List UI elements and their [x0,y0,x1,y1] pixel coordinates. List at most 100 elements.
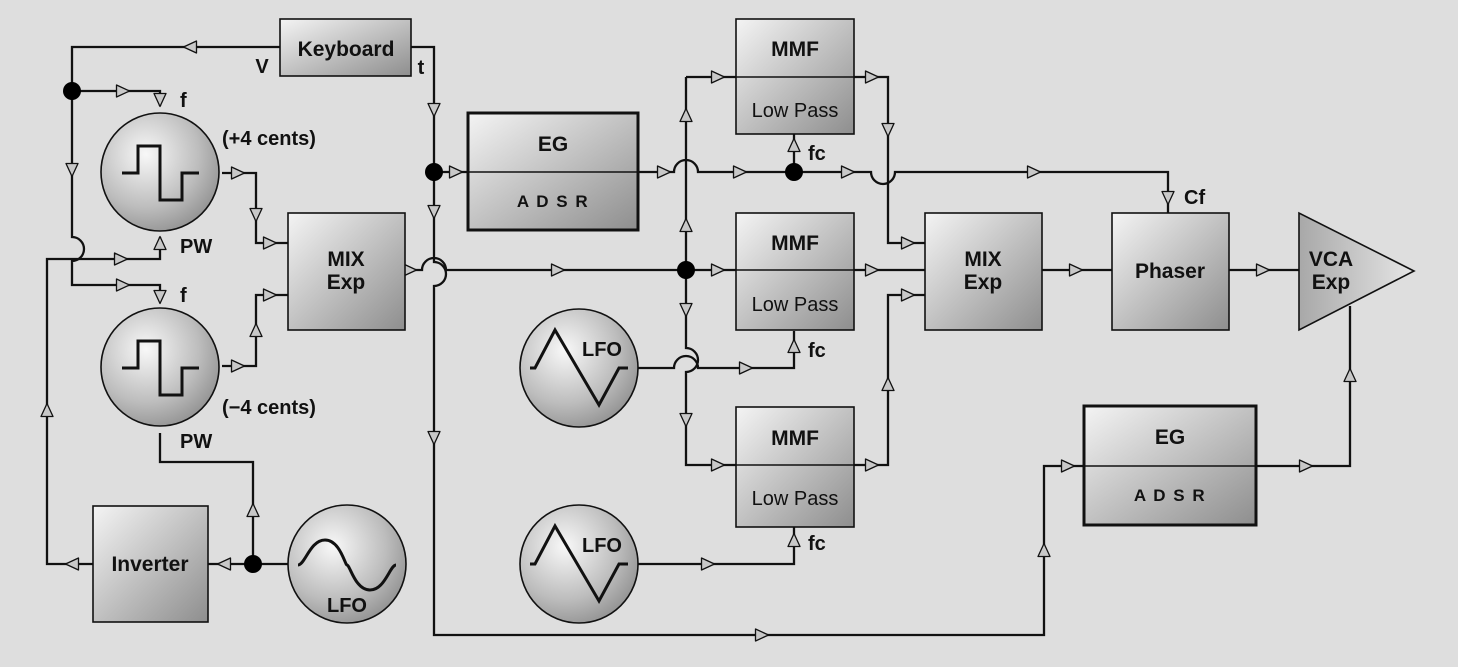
flow-arrow-icon [64,557,80,571]
mix-right-block: MIX Exp [924,212,1043,331]
flow-arrow-icon [1037,542,1051,558]
flow-arrow-icon [153,235,167,251]
vco-lower: f (−4 cents) PW [100,285,316,453]
lfo-middle: LFO [519,308,639,428]
keyboard-t-output-label: t [418,57,425,79]
flow-arrow-icon [1298,459,1314,473]
flow-arrow-icon [679,107,693,123]
lfo-middle-label: LFO [582,339,622,361]
flow-arrow-icon [182,40,198,54]
mmf-bottom-title: MMF [771,427,819,450]
flow-arrow-icon [679,302,693,318]
mix-left-block: MIX Exp [287,212,406,331]
flow-arrow-icon [738,361,754,375]
vca-block: VCA Exp [1298,211,1416,332]
flow-arrow-icon [113,252,129,266]
lfo-pwm: LFO [287,504,407,624]
flow-arrow-icon [754,628,770,642]
flow-arrow-icon [732,165,748,179]
vco-upper-pw-label: PW [180,236,212,258]
flow-arrow-icon [787,532,801,548]
flow-arrow-icon [710,263,726,277]
flow-arrow-icon [1343,367,1357,383]
lfo-bottom: LFO [519,504,639,624]
square-wave-icon [122,144,199,202]
lfo-pwm-label: LFO [327,595,367,617]
mmf-top-cutoff-label: fc [808,143,826,165]
flow-arrow-icon [656,165,672,179]
mix-right-label-line2: Exp [964,271,1003,294]
vco-lower-freq-label: f [180,285,187,307]
flow-arrow-icon [246,502,260,518]
flow-arrow-icon [153,92,167,108]
mix-left-label-line2: Exp [327,271,366,294]
phaser-block: Phaser Cf [1111,187,1230,331]
flow-arrow-icon [881,376,895,392]
flow-arrow-icon [700,557,716,571]
flow-arrow-icon [262,236,278,250]
flow-arrow-icon [448,165,464,179]
flow-arrow-icon [40,402,54,418]
sine-wave-icon [297,538,397,592]
flow-arrow-icon [65,162,79,178]
mmf-bottom-mode: Low Pass [752,488,839,510]
flow-arrow-icon [710,458,726,472]
keyboard-block: Keyboard V t [255,18,425,79]
flow-arrow-icon [864,458,880,472]
mmf-middle-mode: Low Pass [752,294,839,316]
flow-arrow-icon [679,217,693,233]
mmf-middle-block: MMF Low Pass fc [735,212,855,362]
flow-arrow-icon [216,557,232,571]
flow-arrow-icon [900,236,916,250]
flow-arrow-icon [427,430,441,446]
flow-arrow-icon [787,338,801,354]
flow-arrow-icon [230,166,246,180]
eg-amp-title: EG [1155,426,1185,449]
mmf-middle-title: MMF [771,232,819,255]
flow-arrow-icon [262,288,278,302]
vco-upper-freq-label: f [180,90,187,112]
flow-arrows [40,40,1357,642]
flow-arrow-icon [864,263,880,277]
inverter-block: Inverter [92,505,209,623]
mmf-bottom-cutoff-label: fc [808,533,826,555]
triangle-wave-icon [530,522,628,605]
mmf-top-title: MMF [771,38,819,61]
eg-filter-block: EG A D S R [466,111,640,232]
vca-label-line1: VCA [1309,248,1353,271]
keyboard-v-output-label: V [255,56,269,78]
mix-right-label-line1: MIX [964,248,1001,271]
keyboard-label: Keyboard [298,38,395,61]
flow-arrow-icon [1161,190,1175,206]
phaser-cf-label: Cf [1184,187,1205,209]
flow-arrow-icon [427,204,441,220]
eg-filter-stages: A D S R [517,192,589,211]
lfo-bottom-label: LFO [582,535,622,557]
junction-dots [63,82,803,573]
flow-arrow-icon [115,84,131,98]
phaser-label: Phaser [1135,260,1205,283]
triangle-wave-icon [530,326,628,409]
square-wave-icon [122,339,199,397]
flow-arrow-icon [550,263,566,277]
flow-arrow-icon [153,289,167,305]
flow-arrow-icon [427,102,441,118]
flow-arrow-icon [787,137,801,153]
flow-arrow-icon [840,165,856,179]
flow-arrow-icon [249,207,263,223]
mmf-bottom-block: MMF Low Pass fc [735,406,855,555]
flow-arrow-icon [230,359,246,373]
vco-lower-detune-label: (−4 cents) [222,397,316,419]
flow-arrow-icon [1060,459,1076,473]
flow-arrow-icon [679,412,693,428]
vco-upper-detune-label: (+4 cents) [222,128,316,150]
mmf-top-mode: Low Pass [752,100,839,122]
eg-amp-block: EG A D S R [1082,404,1258,527]
vco-upper: f (+4 cents) PW [100,90,316,258]
mmf-top-block: MMF Low Pass fc [735,18,855,165]
vca-label-line2: Exp [1312,271,1351,294]
flow-arrow-icon [249,322,263,338]
flow-arrow-icon [1068,263,1084,277]
eg-filter-title: EG [538,133,568,156]
flow-arrow-icon [710,70,726,84]
